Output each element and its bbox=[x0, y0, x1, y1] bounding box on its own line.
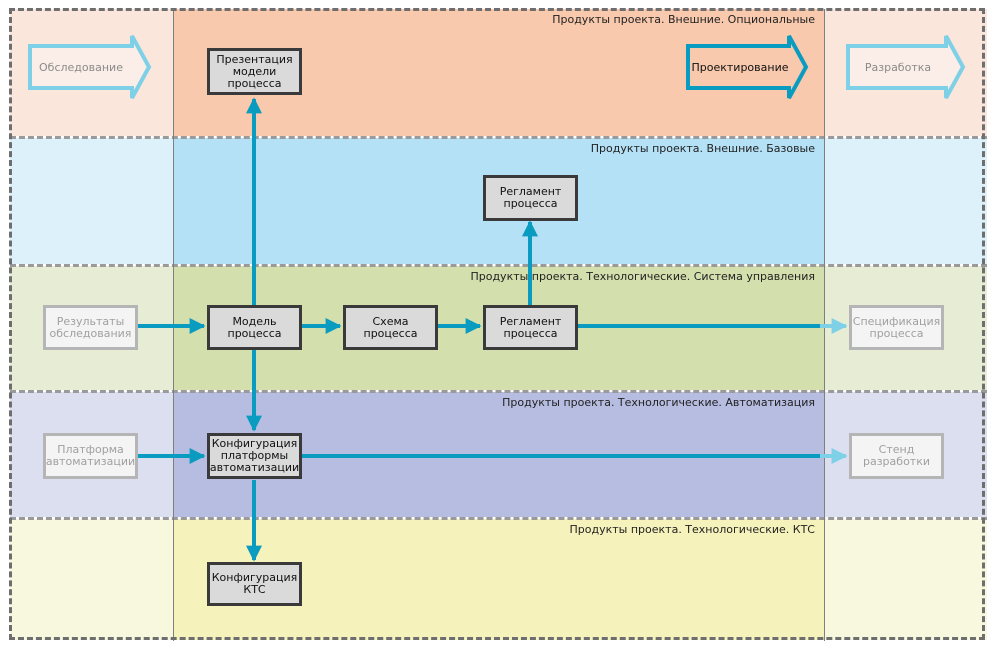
box-dev-stand: Стенд разработки bbox=[849, 433, 944, 479]
box-process-model: Модель процесса bbox=[207, 305, 302, 350]
box-specification: Спецификация процесса bbox=[849, 305, 944, 350]
box-survey-results: Результаты обследования bbox=[43, 305, 138, 350]
band-title-kts: Продукты проекта. Технологические. КТС bbox=[569, 523, 815, 536]
band-base: Продукты проекта. Внешние. Базовые bbox=[10, 138, 987, 264]
diagram-frame bbox=[9, 8, 985, 640]
phase-survey-arrow bbox=[28, 35, 152, 99]
phase-development-label: Разработка bbox=[864, 61, 932, 74]
band-title-optional: Продукты проекта. Внешние. Опциональные bbox=[552, 13, 815, 26]
band-separator bbox=[10, 390, 987, 393]
box-automation-platform: Платформа автоматизации bbox=[43, 433, 138, 479]
band-separator bbox=[10, 264, 987, 267]
band-separator bbox=[10, 517, 987, 520]
box-kts-config: Конфигурация КТС bbox=[207, 562, 302, 606]
box-platform-config: Конфигурация платформы автоматизации bbox=[207, 433, 302, 479]
band-title-control: Продукты проекта. Технологические. Систе… bbox=[470, 270, 815, 283]
phase-survey-label: Обследование bbox=[39, 61, 123, 74]
band-title-automation: Продукты проекта. Технологические. Автом… bbox=[502, 396, 815, 409]
box-model-presentation: Презентация модели процесса bbox=[207, 48, 302, 95]
box-regulation: Регламент процесса bbox=[483, 305, 578, 350]
box-process-scheme: Схема процесса bbox=[343, 305, 438, 350]
phase-design-label: Проектирование bbox=[691, 61, 789, 74]
phase-development-arrow bbox=[846, 35, 966, 99]
band-title-base: Продукты проекта. Внешние. Базовые bbox=[590, 142, 815, 155]
phase-design-arrow bbox=[686, 35, 809, 99]
band-separator bbox=[10, 136, 987, 139]
band-kts: Продукты проекта. Технологические. КТС bbox=[10, 519, 987, 640]
box-regulation-top: Регламент процесса bbox=[483, 175, 578, 221]
